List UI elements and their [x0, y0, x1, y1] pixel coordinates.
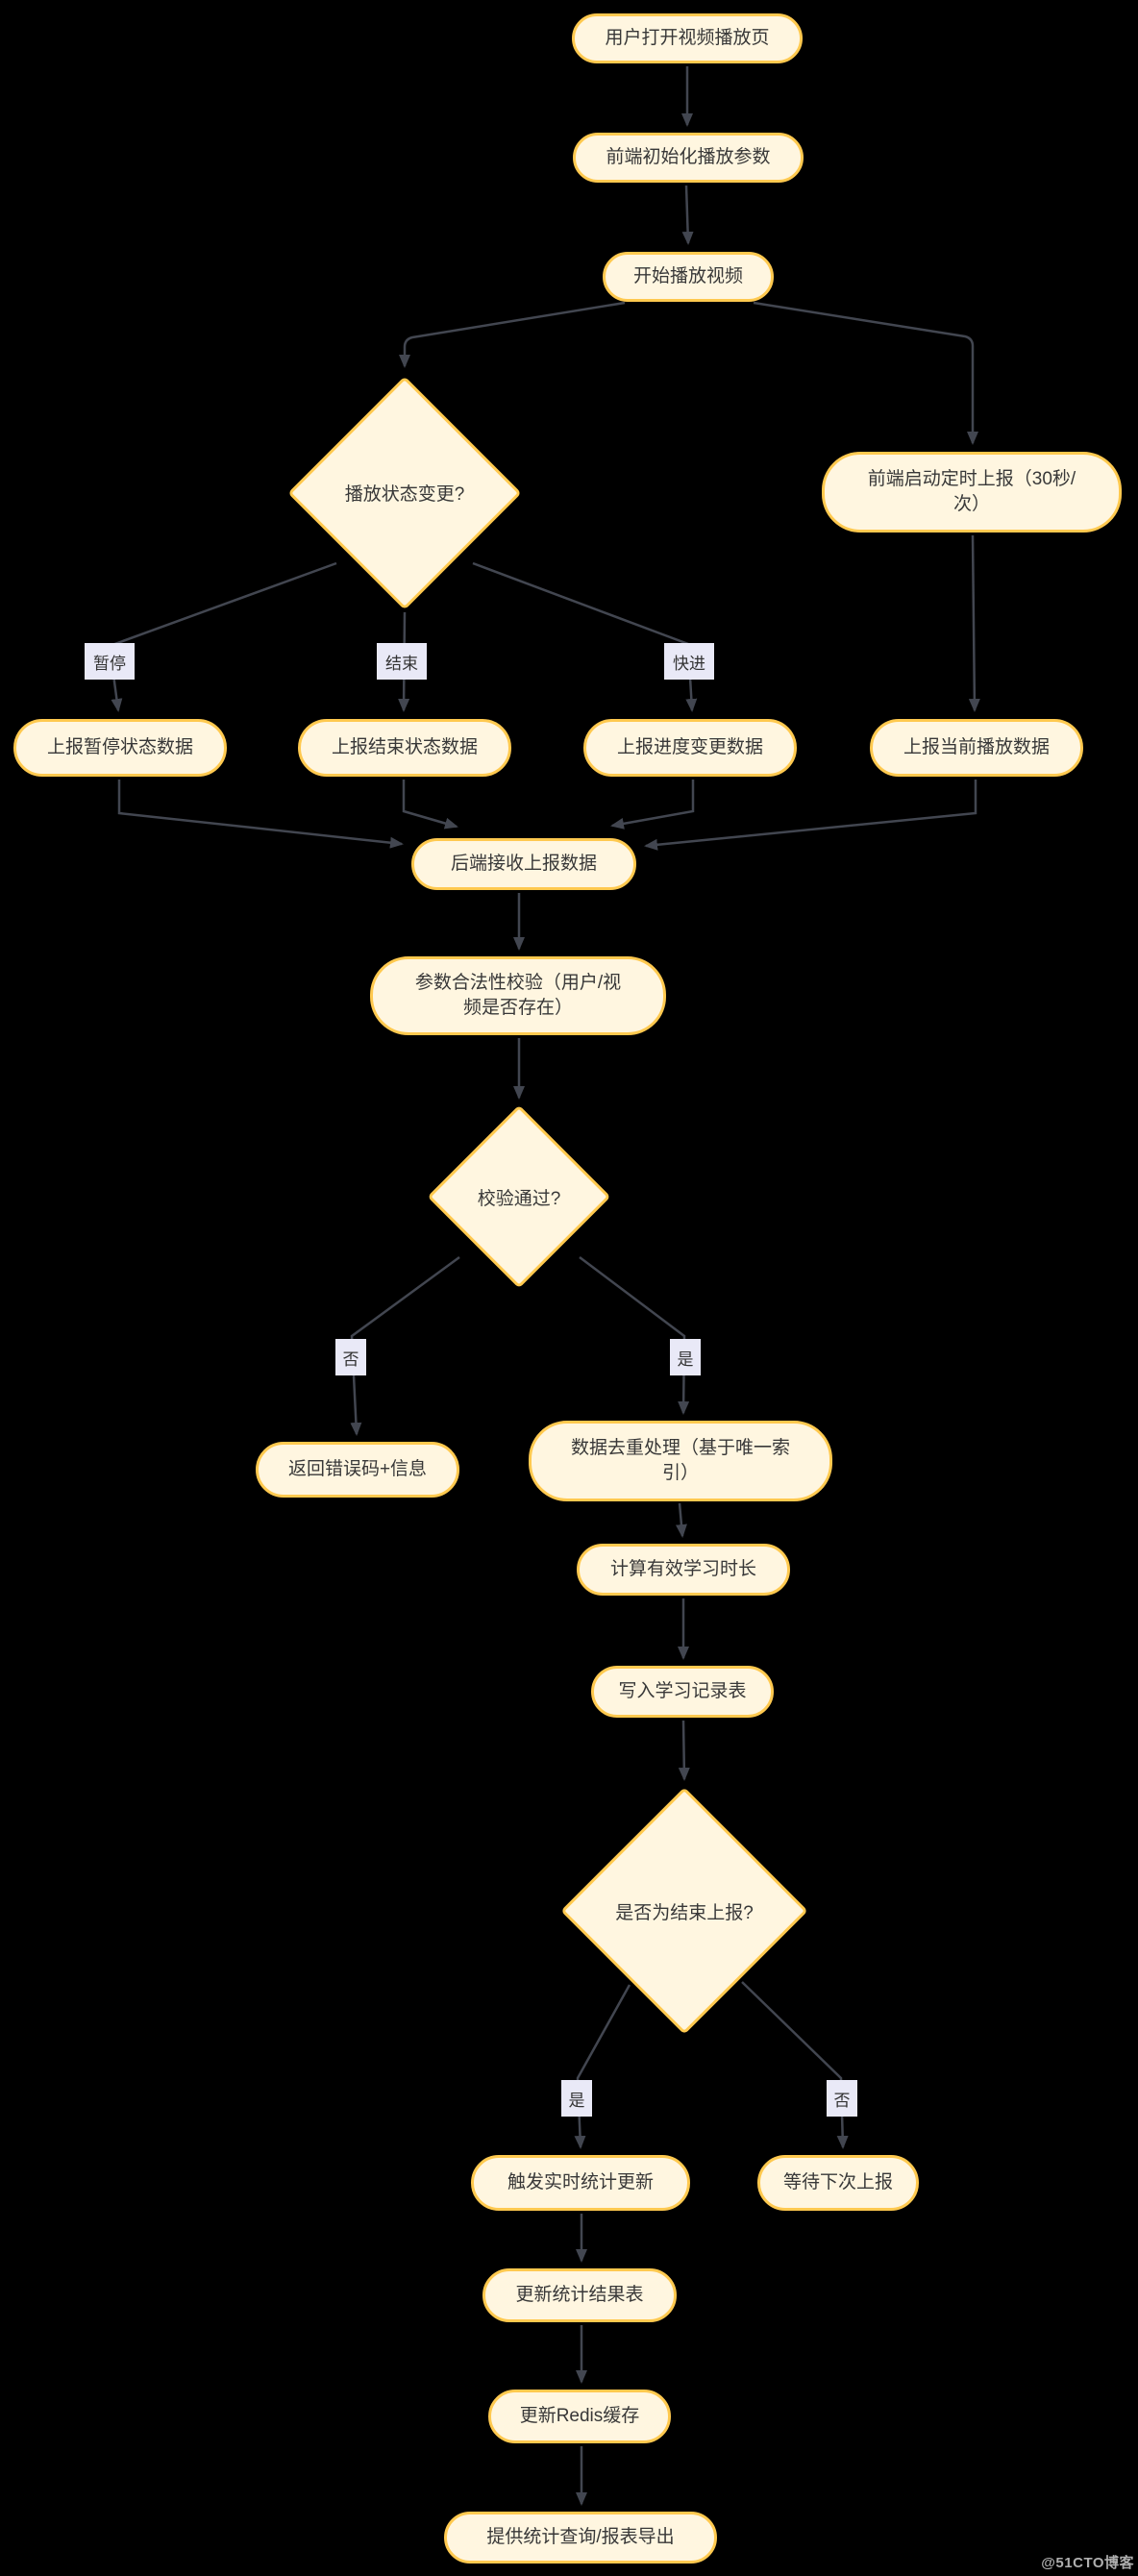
node-label: 等待下次上报 — [782, 2171, 893, 2192]
node-label: 用户打开视频播放页 — [605, 27, 770, 48]
node-backend-receive: 后端接收上报数据 — [411, 838, 636, 890]
node-label: 前端启动定时上报（30秒/ 次） — [867, 468, 1076, 514]
node-dedup: 数据去重处理（基于唯一索 引） — [529, 1421, 832, 1501]
node-label: 返回错误码+信息 — [287, 1458, 428, 1479]
node-label: 上报结束状态数据 — [331, 736, 478, 757]
node-label: 后端接收上报数据 — [450, 853, 597, 874]
watermark: @51CTO博客 — [1041, 2555, 1134, 2571]
node-status-change-decision: 播放状态变更? — [287, 375, 522, 610]
node-start-play: 开始播放视频 — [603, 252, 774, 302]
node-report-end: 上报结束状态数据 — [298, 719, 511, 777]
node-label: 上报进度变更数据 — [616, 736, 763, 757]
node-report-pause: 上报暂停状态数据 — [13, 719, 227, 777]
edge-label-yes-2: 是 — [561, 2080, 592, 2117]
node-trigger-stats: 触发实时统计更新 — [471, 2155, 690, 2211]
node-label: 校验通过? — [477, 1188, 561, 1209]
node-label: 上报当前播放数据 — [903, 736, 1050, 757]
node-label: 写入学习记录表 — [618, 1680, 747, 1701]
node-update-redis: 更新Redis缓存 — [488, 2390, 671, 2443]
node-label: 播放状态变更? — [344, 484, 465, 505]
node-write-record: 写入学习记录表 — [591, 1666, 774, 1718]
node-timer-report: 前端启动定时上报（30秒/ 次） — [822, 452, 1122, 533]
node-provide-query: 提供统计查询/报表导出 — [444, 2512, 717, 2564]
node-label: 是否为结束上报? — [615, 1902, 754, 1923]
edge-current-to-backend — [644, 780, 977, 851]
node-label: 前端初始化播放参数 — [606, 146, 771, 167]
node-label: 更新Redis缓存 — [519, 2405, 640, 2426]
node-label: 更新统计结果表 — [515, 2284, 644, 2305]
edge-isend-yes — [574, 1984, 631, 2149]
node-label: 触发实时统计更新 — [507, 2171, 654, 2192]
edge-start-to-timer — [753, 301, 978, 445]
edge-pass-yes — [579, 1256, 690, 1415]
node-update-result: 更新统计结果表 — [482, 2268, 677, 2322]
node-validate-pass-decision: 校验通过? — [427, 1104, 611, 1289]
edge-label-forward: 快进 — [664, 643, 714, 680]
node-label: 计算有效学习时长 — [609, 1558, 756, 1579]
node-calc-duration: 计算有效学习时长 — [577, 1544, 790, 1596]
edge-write-to-isend — [678, 1720, 690, 1781]
node-wait-next: 等待下次上报 — [757, 2155, 919, 2211]
node-return-error: 返回错误码+信息 — [256, 1442, 459, 1498]
node-label: 开始播放视频 — [632, 265, 743, 286]
edge-start-to-statuschange — [399, 301, 626, 368]
edge-timer-to-reportcurrent — [968, 534, 980, 712]
edge-label-no-1: 否 — [335, 1339, 366, 1375]
node-report-current: 上报当前播放数据 — [870, 719, 1083, 777]
edge-end-to-backend — [402, 780, 458, 830]
edge-progress-to-backend — [610, 780, 695, 830]
node-validate-params: 参数合法性校验（用户/视 频是否存在） — [370, 956, 666, 1035]
node-label: 上报暂停状态数据 — [46, 736, 193, 757]
edge-label-no-2: 否 — [827, 2080, 857, 2117]
edge-pause-to-backend — [117, 780, 404, 849]
node-label: 参数合法性校验（用户/视 频是否存在） — [414, 972, 622, 1018]
node-label: 数据去重处理（基于唯一索 引） — [570, 1437, 790, 1483]
edge-label-yes-1: 是 — [670, 1339, 701, 1375]
edge-label-pause: 暂停 — [85, 643, 135, 680]
edge-dedup-to-calc — [675, 1502, 687, 1538]
node-report-progress: 上报进度变更数据 — [583, 719, 797, 777]
edge-label-end: 结束 — [377, 643, 427, 680]
node-init-params: 前端初始化播放参数 — [573, 133, 804, 183]
edge-init-to-start — [681, 185, 694, 245]
edge-pass-no — [350, 1255, 460, 1436]
node-is-end-report-decision: 是否为结束上报? — [560, 1787, 808, 2035]
node-label: 提供统计查询/报表导出 — [486, 2526, 675, 2547]
node-open-page: 用户打开视频播放页 — [572, 13, 803, 63]
edge-isend-no — [741, 1981, 849, 2149]
